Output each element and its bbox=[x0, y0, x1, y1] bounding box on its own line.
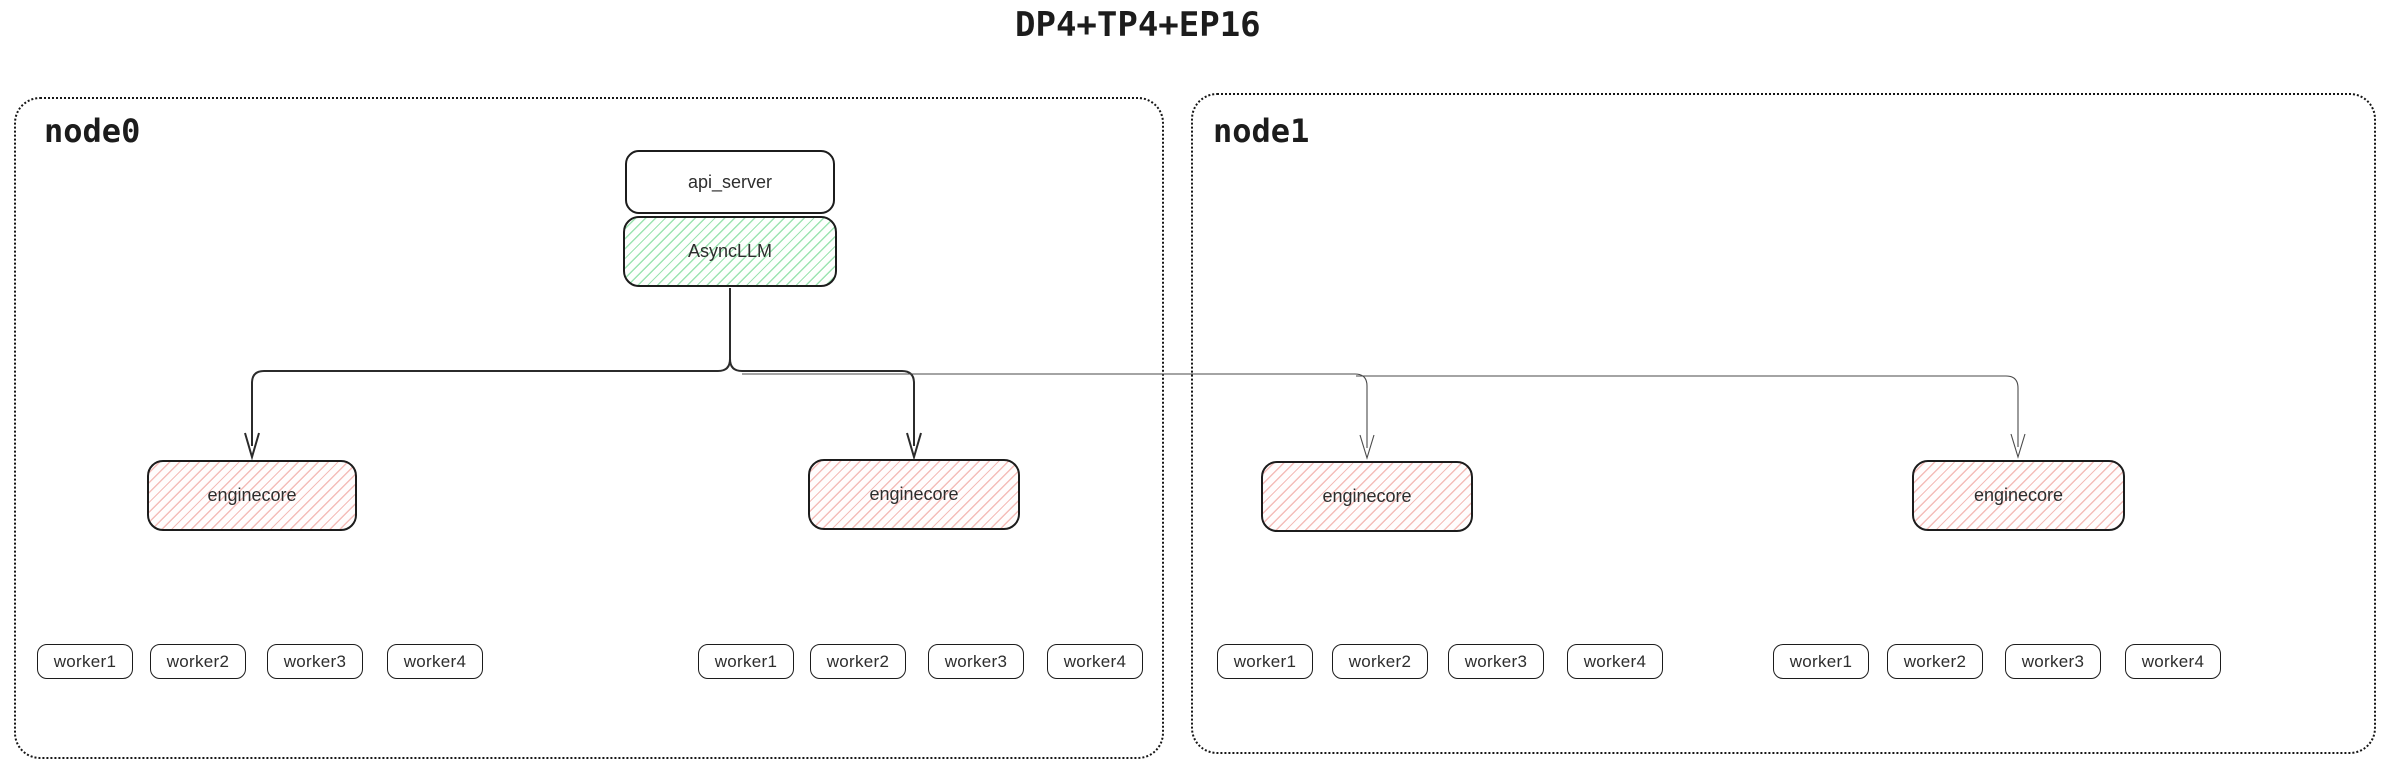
worker-label: worker2 bbox=[1903, 651, 1967, 671]
worker-label: worker4 bbox=[1063, 651, 1127, 671]
connector-enginecore3 bbox=[742, 373, 1368, 448]
worker-box: worker3 bbox=[267, 644, 363, 679]
diagram-title: DP4+TP4+EP16 bbox=[1015, 5, 1261, 45]
arrowhead-enginecore2 bbox=[906, 432, 922, 461]
enginecore-label: enginecore bbox=[1973, 485, 2064, 505]
worker-box: worker4 bbox=[1047, 644, 1143, 679]
worker-label: worker1 bbox=[1789, 651, 1853, 671]
worker-label: worker2 bbox=[166, 651, 230, 671]
node1-label: node1 bbox=[1213, 112, 1310, 150]
node0-label: node0 bbox=[44, 112, 141, 150]
worker-label: worker3 bbox=[1464, 651, 1528, 671]
worker-label: worker3 bbox=[944, 651, 1008, 671]
worker-box: worker1 bbox=[37, 644, 133, 679]
worker-box: worker3 bbox=[928, 644, 1024, 679]
asyncllm-box: AsyncLLM bbox=[623, 216, 837, 287]
worker-box: worker2 bbox=[150, 644, 246, 679]
worker-label: worker2 bbox=[826, 651, 890, 671]
worker-box: worker1 bbox=[698, 644, 794, 679]
enginecore-box-node1-2: enginecore bbox=[1912, 460, 2125, 531]
api-server-label: api_server bbox=[687, 171, 773, 192]
worker-label: worker2 bbox=[1348, 651, 1412, 671]
enginecore-label: enginecore bbox=[869, 484, 959, 504]
worker-box: worker3 bbox=[1448, 644, 1544, 679]
worker-label: worker3 bbox=[283, 651, 347, 671]
node0-container bbox=[14, 97, 1164, 759]
node1-container bbox=[1191, 93, 2376, 754]
worker-box: worker1 bbox=[1217, 644, 1313, 679]
worker-box: worker2 bbox=[1332, 644, 1428, 679]
arrowhead-enginecore4 bbox=[2010, 433, 2026, 459]
arrowhead-enginecore3 bbox=[1359, 434, 1375, 460]
enginecore-box-node0-1: enginecore bbox=[147, 460, 357, 531]
api-server-box: api_server bbox=[625, 150, 835, 214]
worker-box: worker1 bbox=[1773, 644, 1869, 679]
worker-label: worker4 bbox=[1583, 651, 1647, 671]
worker-label: worker1 bbox=[53, 651, 117, 671]
enginecore-label: enginecore bbox=[1322, 486, 1412, 506]
worker-box: worker3 bbox=[2005, 644, 2101, 679]
worker-label: worker1 bbox=[714, 651, 778, 671]
enginecore-label: enginecore bbox=[207, 485, 297, 505]
connector-enginecore4 bbox=[1356, 375, 2019, 447]
enginecore-box-node1-1: enginecore bbox=[1261, 461, 1473, 532]
worker-box: worker4 bbox=[2125, 644, 2221, 679]
worker-label: worker3 bbox=[2021, 651, 2085, 671]
enginecore-box-node0-2: enginecore bbox=[808, 459, 1020, 530]
worker-label: worker4 bbox=[403, 651, 467, 671]
arrowhead-enginecore1 bbox=[244, 432, 260, 461]
worker-box: worker4 bbox=[387, 644, 483, 679]
worker-box: worker2 bbox=[1887, 644, 1983, 679]
connector-enginecore2 bbox=[729, 358, 915, 446]
worker-label: worker1 bbox=[1233, 651, 1297, 671]
worker-label: worker4 bbox=[2141, 651, 2205, 671]
asyncllm-label: AsyncLLM bbox=[687, 241, 773, 261]
connector-enginecore1 bbox=[251, 358, 731, 446]
worker-box: worker2 bbox=[810, 644, 906, 679]
worker-box: worker4 bbox=[1567, 644, 1663, 679]
